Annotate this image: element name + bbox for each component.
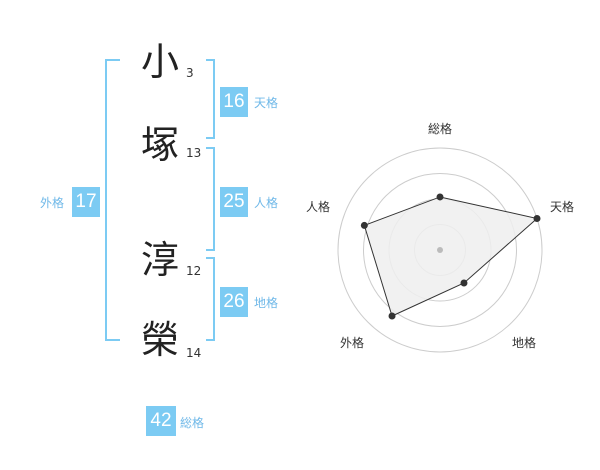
name-char-1: 小 [140, 40, 179, 84]
radar-axis-label-chikaku: 地格 [512, 336, 537, 350]
gaikaku-bracket [105, 59, 120, 341]
jinkaku-bracket [206, 147, 215, 251]
soukaku-badge: 42 [146, 406, 176, 436]
radar-axis-label-gaikaku: 外格 [340, 336, 365, 350]
radar-ring [363, 173, 517, 327]
radar-axis-label-tenkaku: 天格 [550, 200, 575, 214]
jinkaku-label: 人格 [254, 196, 279, 210]
radar-ring [337, 147, 543, 353]
radar-point-0 [436, 193, 444, 201]
gaikaku-badge: 17 [72, 187, 100, 217]
soukaku-label: 総格 [180, 416, 205, 430]
chikaku-label: 地格 [254, 296, 279, 310]
name-char-2: 塚 [140, 123, 179, 167]
radar-point-2 [460, 279, 468, 287]
radar-center-dot [437, 247, 443, 253]
radar-axis-label-jinkaku: 人格 [306, 200, 331, 214]
tenkaku-bracket [206, 59, 215, 139]
stroke-count-4: 14 [186, 346, 202, 360]
tenkaku-badge: 16 [220, 87, 248, 117]
radar-axis-label-soukaku: 総格 [428, 122, 453, 136]
tenkaku-label: 天格 [254, 96, 279, 110]
radar-point-3 [388, 312, 396, 320]
stroke-count-2: 13 [186, 146, 202, 160]
chikaku-bracket [206, 257, 215, 341]
radar-series-polygon [363, 196, 539, 317]
chikaku-badge: 26 [220, 287, 248, 317]
name-char-4: 榮 [140, 318, 179, 362]
jinkaku-badge: 25 [220, 187, 248, 217]
radar-point-4 [360, 221, 368, 229]
stroke-count-1: 3 [186, 66, 194, 80]
name-char-3: 淳 [140, 238, 179, 282]
radar-point-1 [533, 214, 541, 222]
stroke-count-3: 12 [186, 264, 202, 278]
gaikaku-label: 外格 [40, 196, 65, 210]
